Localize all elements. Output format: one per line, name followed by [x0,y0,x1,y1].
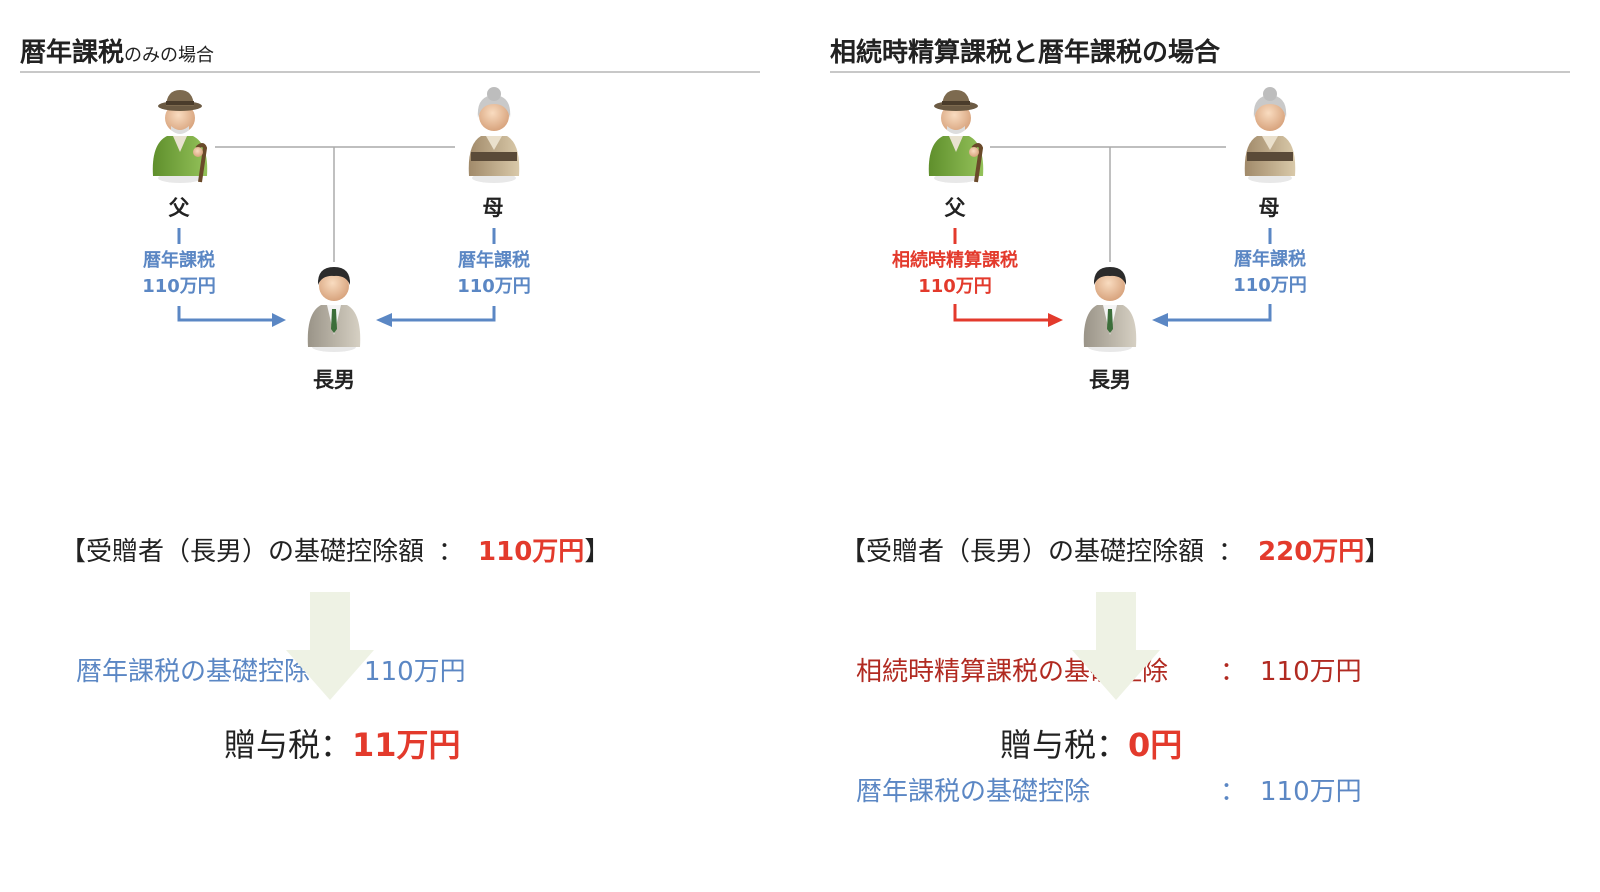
son-label: 長男 [313,368,355,392]
right-summary-total: 220万円 [1258,537,1365,567]
mother-figure-icon [459,86,529,186]
left-title-rule [20,71,760,73]
right-connector-lines [953,146,1272,327]
father-label: 父 [944,196,966,220]
down-arrow-icon [1066,592,1166,702]
down-arrow-icon [280,592,380,702]
left-deduction-summary: 【受贈者（長男）の基礎控除額：110万円】 暦年課税の基礎控除：110万円 [60,452,610,772]
right-panel-title: 相続時精算課税と暦年課税の場合 [830,38,1221,68]
left-title-main: 暦年課税 [20,38,125,68]
father-figure-icon [145,86,215,186]
right-result-value: 0円 [1128,726,1183,764]
father-gift-flow-label: 相続時精算課税 110万円 [870,248,1040,300]
mother-gift-amount: 110万円 [457,276,531,297]
father-figure-icon [921,86,991,186]
mother-label: 母 [1258,196,1280,220]
father-gift-flow-label: 暦年課税 110万円 [129,248,229,300]
right-result-label: 贈与税： [1000,726,1129,764]
right-title-rule [830,71,1570,73]
left-result-label: 贈与税： [224,726,353,764]
father-label: 父 [168,196,190,220]
left-gift-tax-result: 贈与税：11万円 [224,720,461,766]
father-gift-method: 暦年課税 [143,250,215,271]
mother-label: 母 [482,196,504,220]
father-gift-amount: 110万円 [918,276,992,297]
son-label: 長男 [1089,368,1131,392]
right-summary-row-rekinen: 暦年課税の基礎控除：110万円 [856,777,1362,807]
son-figure-icon [1075,255,1145,355]
left-summary-total: 110万円 [478,537,585,567]
right-summary-head: 【受贈者（長男）の基礎控除額：220万円】 [840,537,1391,567]
son-figure-icon [299,255,369,355]
right-gift-tax-result: 贈与税：0円 [1000,720,1182,766]
mother-gift-method: 暦年課税 [1234,249,1306,270]
left-result-value: 11万円 [352,726,461,764]
father-gift-amount: 110万円 [142,276,216,297]
mother-figure-icon [1235,86,1305,186]
left-connector-lines [177,146,496,327]
father-gift-method: 相続時精算課税 [892,250,1018,271]
mother-gift-method: 暦年課税 [458,250,530,271]
right-panel: 相続時精算課税と暦年課税の場合 父 母 長男 相続時精算課税 110万円 暦年課… [810,0,1570,860]
left-title-sub: のみの場合 [124,45,215,66]
mother-gift-amount: 110万円 [1233,275,1307,296]
left-panel-title: 暦年課税のみの場合 [20,32,214,69]
mother-gift-flow-label: 暦年課税 110万円 [444,248,544,300]
mother-gift-flow-label: 暦年課税 110万円 [1220,247,1320,299]
left-panel: 暦年課税のみの場合 父 母 長男 暦年課税 110万円 暦年課税 110万円 【… [0,0,760,860]
left-summary-head: 【受贈者（長男）の基礎控除額：110万円】 [60,537,611,567]
